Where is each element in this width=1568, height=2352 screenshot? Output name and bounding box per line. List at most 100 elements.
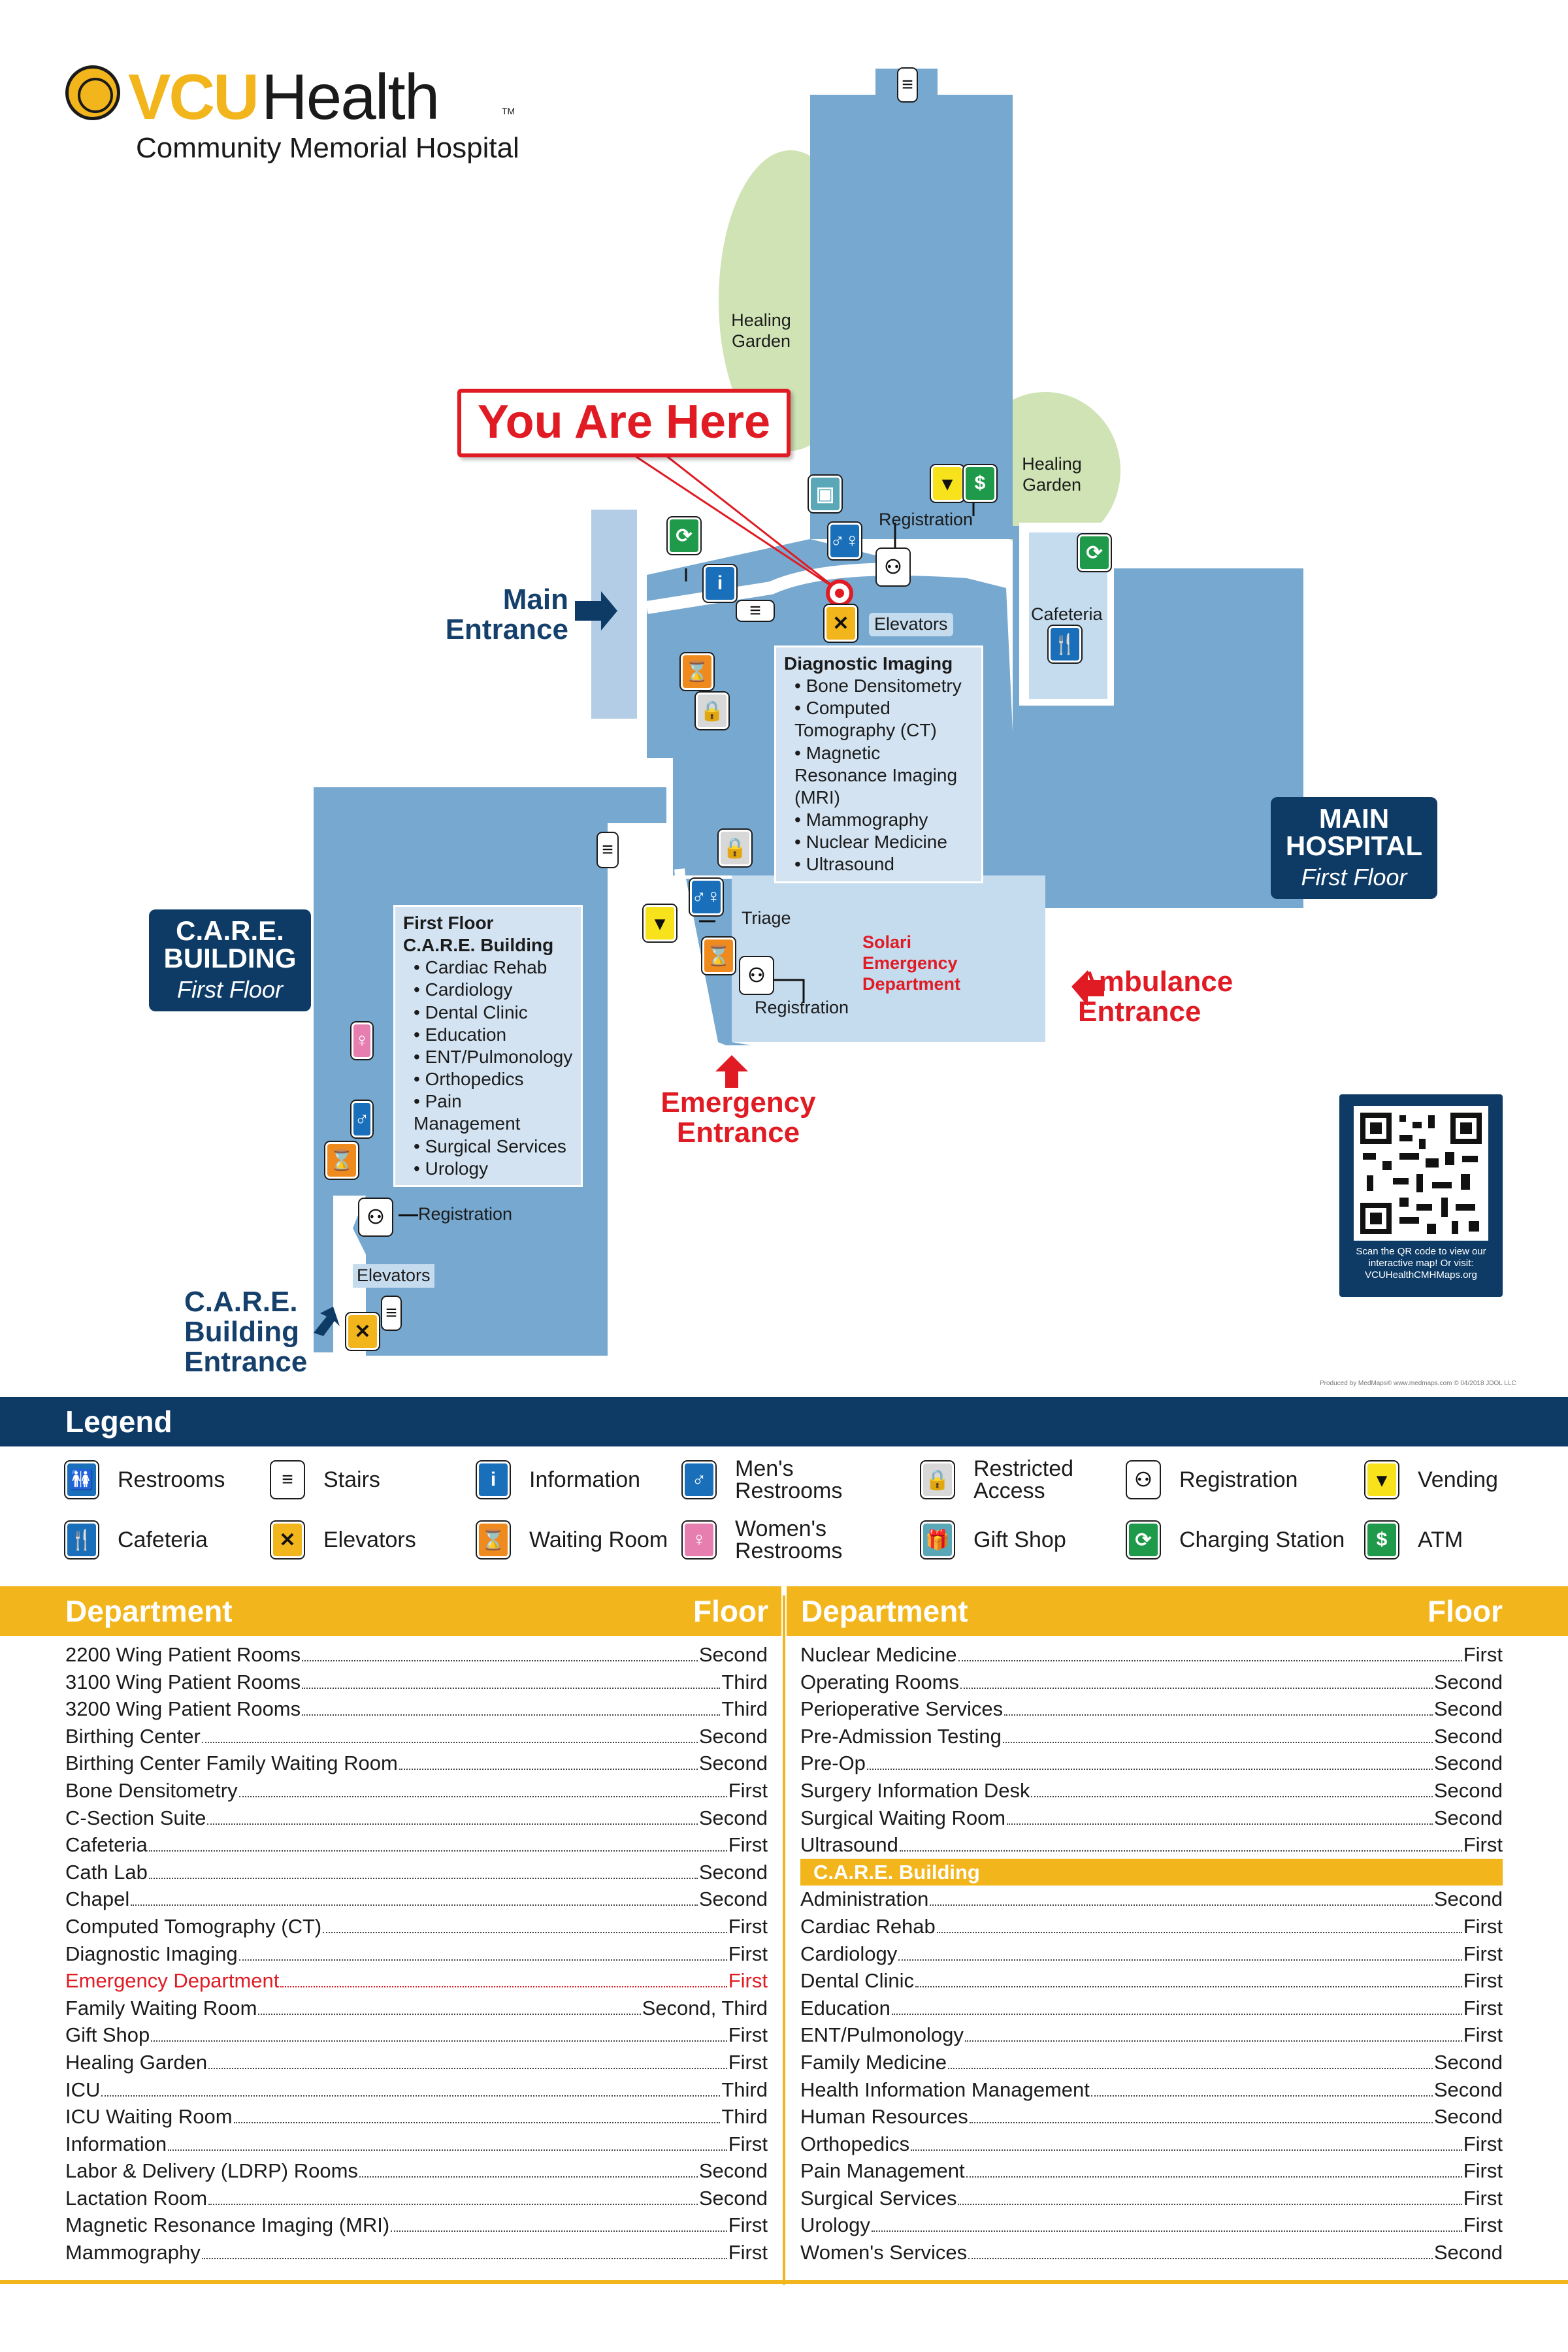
department-name: Cafeteria: [65, 1833, 148, 1857]
department-name: Urology: [800, 2213, 870, 2237]
dot-leader: [964, 2040, 1462, 2042]
department-header-left: Department Floor: [0, 1586, 781, 1636]
diagnostic-item: Ultrasound: [794, 853, 973, 875]
dot-leader: [233, 2122, 721, 2124]
floor-column-header: Floor: [693, 1594, 768, 1628]
emergency-entrance-label: Emergency Entrance: [661, 1086, 816, 1149]
department-name: Surgery Information Desk: [800, 1778, 1030, 1802]
legend-item: ▾ Vending: [1365, 1457, 1516, 1503]
department-name: Surgical Services: [800, 2186, 957, 2210]
charging-station-icon: ⟳: [668, 517, 700, 554]
qr-code-icon[interactable]: [1354, 1106, 1488, 1241]
department-name: Pre-Admission Testing: [800, 1724, 1002, 1748]
registration-icon: ⚇: [877, 549, 909, 585]
department-floor: Second: [1433, 2078, 1503, 2101]
care-item: Surgical Services: [414, 1135, 573, 1158]
womens-restroom-icon: ♀: [351, 1022, 372, 1059]
department-name: Operating Rooms: [800, 1670, 959, 1693]
legend-label: Vending: [1418, 1467, 1498, 1492]
gift-shop-icon: 🎁: [921, 1522, 954, 1558]
dot-leader: [302, 1660, 698, 1661]
department-name: Women's Services: [800, 2241, 968, 2264]
stairs-icon: ≡: [598, 833, 617, 867]
department-name: Dental Clinic: [800, 1969, 915, 1993]
vcu-health-logo: VCU Health TM Community Memorial Hospita…: [65, 61, 588, 176]
department-name: Mammography: [65, 2241, 201, 2264]
legend-label: Stairs: [323, 1467, 380, 1492]
logo-trademark: TM: [502, 106, 515, 116]
information-icon: i: [477, 1462, 510, 1498]
emergency-entrance-arrow: [715, 1055, 748, 1088]
department-name: Education: [800, 1996, 890, 2019]
stairs-icon: ≡: [898, 69, 917, 101]
dot-leader: [1031, 1795, 1433, 1797]
care-item: Dental Clinic: [414, 1002, 573, 1024]
legend-item: $ATM: [1365, 1517, 1516, 1563]
department-floor: Second: [698, 1724, 768, 1748]
department-floor: Third: [721, 2105, 768, 2129]
department-floor: Third: [721, 2078, 768, 2101]
diagnostic-item: Computed Tomography (CT): [794, 697, 973, 742]
department-floor: First: [1463, 1643, 1503, 1666]
care-item: Urology: [414, 1158, 573, 1180]
healing-garden-text: Healing Garden: [731, 310, 791, 351]
dot-leader: [208, 2203, 698, 2205]
department-floor: Second: [698, 1806, 768, 1829]
department-floor: Second: [1433, 1806, 1503, 1829]
legend-label: Charging Station: [1179, 1527, 1345, 1552]
department-name: Cardiology: [800, 1942, 898, 1965]
solari-ed-label: Solari Emergency Department: [862, 932, 961, 994]
department-floor: First: [728, 2023, 768, 2047]
legend-item: ♂Men's Restrooms: [683, 1457, 905, 1503]
legend-label: Waiting Room: [529, 1527, 668, 1552]
department-name: Human Resources: [800, 2105, 968, 2129]
cafeteria-icon: 🍴: [65, 1522, 98, 1558]
healing-garden-label-west: Healing Garden: [728, 310, 794, 352]
department-name: Ultrasound: [800, 1833, 898, 1857]
department-name: Information: [65, 2132, 167, 2155]
column-divider: [783, 1595, 785, 2285]
legend-label: Elevators: [323, 1527, 416, 1552]
dot-leader: [966, 2176, 1462, 2178]
waiting-room-icon: ⌛: [702, 938, 735, 974]
department-subhead: C.A.R.E. Building: [800, 1858, 1503, 1886]
bottom-rule: [0, 2280, 1568, 2284]
restricted-access-icon: 🔒: [719, 830, 751, 866]
atm-icon: $: [964, 465, 996, 502]
waiting-room-icon: ⌛: [477, 1522, 510, 1558]
department-floor: Second: [1433, 1670, 1503, 1693]
dot-leader: [1090, 2095, 1433, 2097]
care-item: Education: [414, 1024, 573, 1046]
university-seal-icon: [65, 65, 120, 120]
information-icon: i: [704, 565, 736, 602]
vending-icon: ▾: [1365, 1462, 1398, 1498]
dot-leader: [201, 1741, 698, 1743]
main-hospital-badge: MAIN HOSPITAL First Floor: [1271, 797, 1437, 899]
department-floor: First: [728, 1914, 768, 1938]
cafeteria-label: Cafeteria: [1031, 604, 1103, 624]
department-floor: First: [728, 1969, 768, 1993]
you-are-here-label: You Are Here: [457, 389, 791, 457]
registration-icon: ⚇: [1127, 1462, 1160, 1498]
department-floor: Second: [698, 1752, 768, 1775]
stairs-icon: ≡: [271, 1462, 304, 1498]
ambulance-entrance-label: Ambulance Entrance: [1078, 966, 1233, 1028]
diagnostic-item: Magnetic Resonance Imaging (MRI): [794, 742, 973, 809]
floor-column-header: Floor: [1428, 1594, 1503, 1628]
